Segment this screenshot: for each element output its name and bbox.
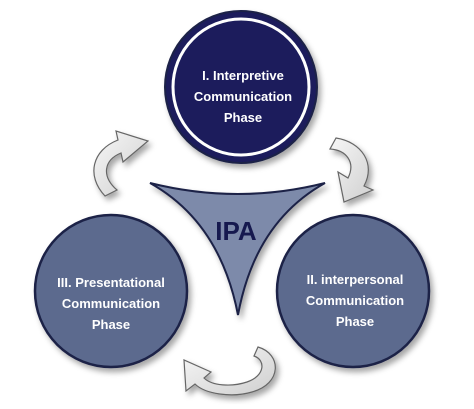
- phase-interpretive-label-line2: Communication: [194, 89, 292, 104]
- phase-interpersonal-label-line1: II. interpersonal: [307, 272, 404, 287]
- phase-presentational-label-line2: Communication: [62, 296, 160, 311]
- cycle-arrow-right: [329, 137, 375, 203]
- phase-interpretive: [164, 10, 318, 164]
- phase-presentational-label-line1: III. Presentational: [57, 275, 165, 290]
- phase-interpretive-label-line3: Phase: [224, 110, 262, 125]
- phase-interpersonal: [275, 213, 431, 369]
- phase-interpersonal-label-line3: Phase: [336, 314, 374, 329]
- phase-interpretive-label-line1: I. Interpretive: [202, 68, 284, 83]
- ipa-hub: [149, 182, 326, 316]
- ipa-hub-label: IPA: [215, 216, 257, 246]
- phase-presentational: [33, 213, 189, 369]
- phase-interpersonal-label-line2: Communication: [306, 293, 404, 308]
- phase-presentational-label-line3: Phase: [92, 317, 130, 332]
- cycle-arrow-bottom: [183, 346, 276, 396]
- cycle-arrow-left: [93, 130, 150, 197]
